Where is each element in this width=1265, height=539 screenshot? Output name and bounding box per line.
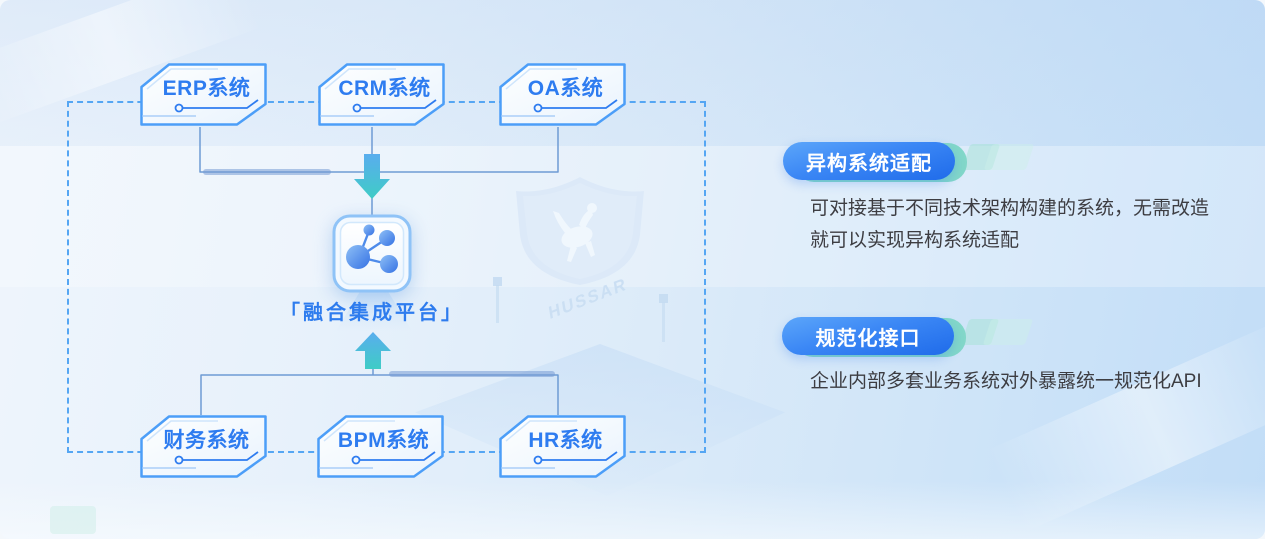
connector-lines bbox=[199, 127, 559, 415]
system-box-shape bbox=[140, 63, 267, 126]
feature-description-line: 企业内部多套业务系统对外暴露统一规范化API bbox=[810, 371, 1202, 392]
system-box-label: HR系统 bbox=[528, 429, 603, 452]
system-box-shape bbox=[499, 415, 626, 478]
arrow-down-icon bbox=[354, 154, 390, 199]
arrow-up-icon bbox=[355, 332, 391, 369]
feature-heterogeneous-adaptation: 异构系统适配 bbox=[783, 142, 1035, 182]
background-band bbox=[0, 481, 1265, 539]
badge-decor-streak bbox=[982, 319, 1034, 345]
system-box-oa: OA系统 bbox=[499, 63, 626, 126]
system-box-label: CRM系统 bbox=[338, 77, 431, 100]
system-box-crm: CRM系统 bbox=[318, 63, 445, 126]
system-box-hr: HR系统 bbox=[499, 415, 626, 478]
system-box-label: ERP系统 bbox=[162, 77, 251, 100]
system-box-erp: ERP系统 bbox=[140, 63, 267, 126]
feature-badge: 异构系统适配 bbox=[783, 142, 955, 180]
system-box-shape bbox=[140, 415, 267, 478]
badge-decor-streak bbox=[983, 144, 1035, 170]
feature-description: 企业内部多套业务系统对外暴露统一规范化API bbox=[810, 366, 1250, 398]
system-box-shape bbox=[318, 63, 445, 126]
background-blob bbox=[50, 506, 96, 534]
decor-pole-cap bbox=[659, 294, 668, 303]
platform-label: 「融合集成平台」 bbox=[280, 302, 464, 324]
system-box-label: OA系统 bbox=[527, 77, 604, 100]
system-box-finance: 财务系统 bbox=[140, 415, 267, 478]
system-box-label: BPM系统 bbox=[337, 429, 430, 452]
feature-description-line: 就可以实现异构系统适配 bbox=[810, 230, 1020, 251]
feature-standardized-api: 规范化接口 bbox=[782, 317, 1034, 357]
system-box-label: 财务系统 bbox=[163, 429, 250, 452]
feature-badge: 规范化接口 bbox=[782, 317, 954, 355]
system-box-shape bbox=[317, 415, 444, 478]
decor-pole bbox=[496, 285, 499, 323]
decor-pole bbox=[662, 302, 665, 342]
shield-knight-icon bbox=[516, 177, 644, 285]
decor-pole-cap bbox=[493, 277, 502, 286]
feature-description-line: 可对接基于不同技术架构构建的系统，无需改造 bbox=[810, 198, 1210, 219]
feature-description: 可对接基于不同技术架构构建的系统，无需改造 就可以实现异构系统适配 bbox=[810, 193, 1250, 257]
network-molecule-icon bbox=[332, 214, 412, 293]
system-box-bpm: BPM系统 bbox=[317, 415, 444, 478]
system-box-shape bbox=[499, 63, 626, 126]
